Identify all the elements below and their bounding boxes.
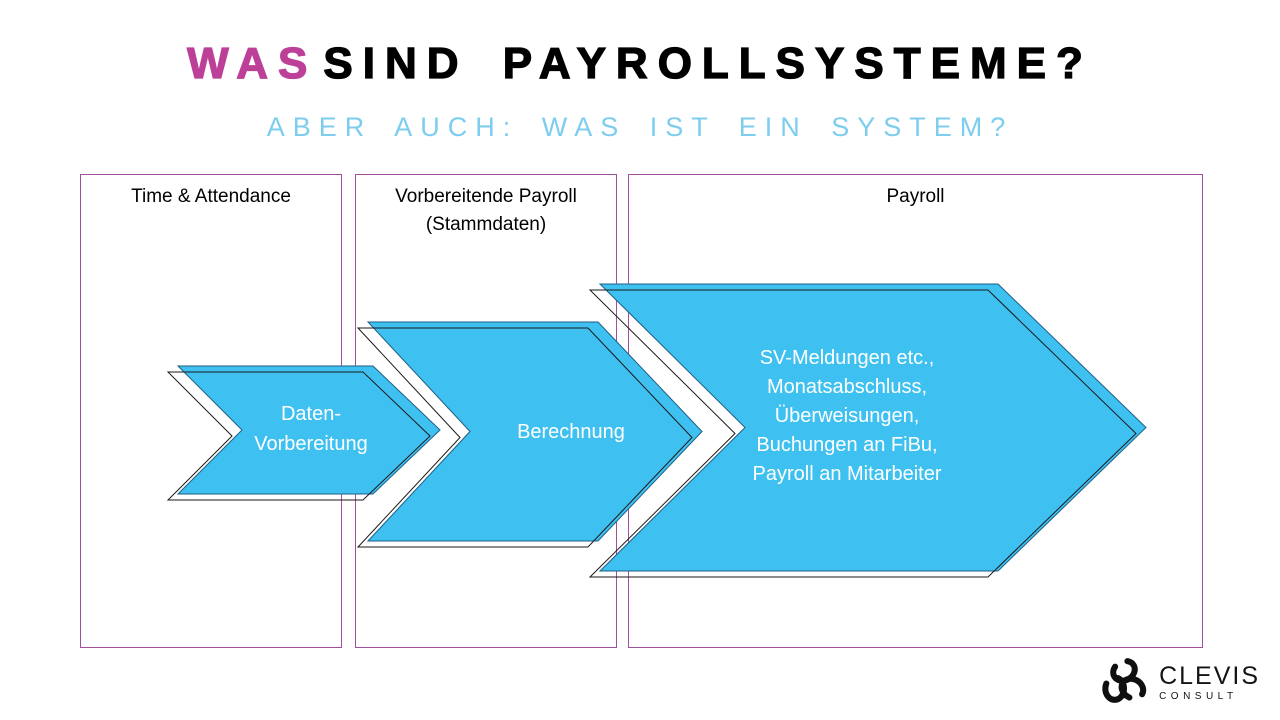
page-subtitle: ABER AUCH: WAS IST EIN SYSTEM? — [266, 112, 1014, 142]
chevron-3-outline — [588, 289, 1137, 578]
arrow-label-line: Vorbereitung — [254, 433, 368, 455]
title-rest: SIND PAYROLLSYSTEME? — [323, 39, 1093, 88]
logo-wordmark: CLEVIS CONSULT — [1159, 662, 1260, 703]
arrow-label-daten-vorbereitung: Daten- Vorbereitung — [231, 399, 391, 459]
chevron-1-outline — [166, 371, 431, 501]
knot-icon — [1102, 658, 1147, 703]
arrow-label-line: Überweisungen, — [774, 405, 920, 427]
column-label: Vorbereitende Payroll (Stammdaten) — [395, 186, 577, 235]
logo-subname: CONSULT — [1159, 691, 1238, 702]
chevron-1-shape — [176, 365, 441, 495]
chevron-2-shape — [366, 321, 703, 542]
arrow-label-line: Berechnung — [517, 421, 625, 443]
logo-name: CLEVIS — [1159, 662, 1260, 690]
column-label: Time & Attendance — [131, 186, 291, 207]
arrow-label-line: SV-Meldungen etc., — [759, 347, 935, 369]
column-label: Payroll — [886, 186, 945, 207]
chevron-2-outline — [356, 327, 693, 548]
arrow-label-line: Payroll an Mitarbeiter — [752, 463, 942, 485]
arrow-label-line: Daten- — [280, 403, 342, 425]
chevron-3-shape — [598, 283, 1147, 572]
arrow-label-line: Monatsabschluss, — [766, 376, 928, 398]
clevis-logo: CLEVIS CONSULT — [1096, 654, 1260, 712]
arrow-label-payroll-tasks: SV-Meldungen etc., Monatsabschluss, Über… — [707, 344, 987, 489]
title-highlight: WAS — [187, 39, 318, 88]
arrow-label-line: Buchungen an FiBu, — [756, 434, 938, 456]
arrow-label-berechnung: Berechnung — [486, 418, 656, 446]
